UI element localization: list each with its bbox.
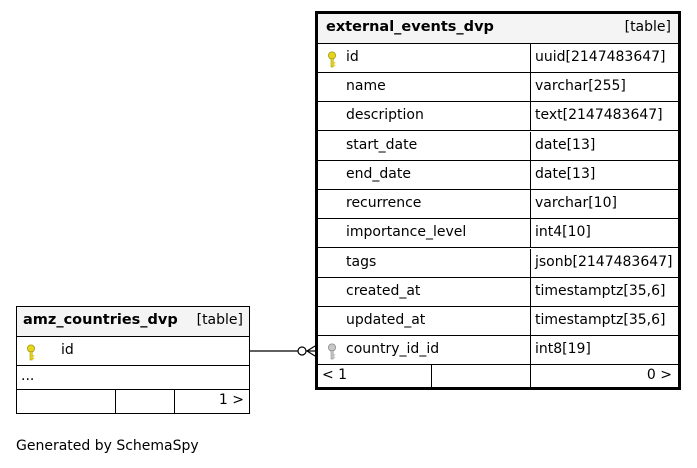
table-footer: 1 > — [17, 390, 249, 413]
table-kind: [table] — [196, 312, 243, 328]
column-type: jsonb[2147483647] — [535, 254, 673, 270]
column-row-id[interactable]: id — [17, 337, 249, 366]
column-name: description — [346, 107, 424, 123]
zero-cardinality-circle — [297, 346, 307, 356]
column-row-id[interactable]: id uuid[2147483647] — [318, 44, 678, 73]
column-row-country-id-id[interactable]: country_id_id int8[19] — [318, 336, 678, 365]
column-row-start-date[interactable]: start_date date[13] — [318, 132, 678, 161]
table-kind: [table] — [624, 19, 671, 35]
primary-key-icon — [27, 344, 35, 361]
column-name: recurrence — [346, 195, 422, 211]
column-row-created-at[interactable]: created_at timestamptz[35,6] — [318, 278, 678, 307]
more-columns-row: ... — [17, 366, 249, 390]
column-type: text[2147483647] — [535, 107, 663, 123]
table-name: amz_countries_dvp — [23, 312, 178, 328]
table-header: external_events_dvp [table] — [318, 14, 678, 44]
column-name: created_at — [346, 283, 421, 299]
column-type: date[13] — [535, 166, 596, 182]
column-type: uuid[2147483647] — [535, 49, 666, 65]
column-type: timestamptz[35,6] — [535, 283, 666, 299]
column-type: varchar[10] — [535, 195, 617, 211]
foreign-key-icon — [328, 343, 336, 360]
children-count-link[interactable]: 0 > — [646, 367, 672, 383]
column-type: date[13] — [535, 137, 596, 153]
crow-foot-lower — [306, 350, 316, 357]
primary-key-icon — [328, 51, 336, 68]
more-columns-ellipsis: ... — [21, 368, 35, 384]
column-name: tags — [346, 254, 377, 270]
column-type: varchar[255] — [535, 78, 626, 94]
table-external-events-dvp[interactable]: external_events_dvp [table] id uuid[2147… — [315, 11, 681, 390]
column-row-importance-level[interactable]: importance_level int4[10] — [318, 219, 678, 248]
column-row-name[interactable]: name varchar[255] — [318, 73, 678, 102]
column-name: country_id_id — [346, 341, 440, 357]
column-name: name — [346, 78, 386, 94]
column-row-tags[interactable]: tags jsonb[2147483647] — [318, 249, 678, 278]
column-name: importance_level — [346, 224, 467, 240]
table-amz-countries-dvp[interactable]: amz_countries_dvp [table] id ... 1 > — [16, 306, 250, 414]
column-name: updated_at — [346, 312, 426, 328]
column-name: start_date — [346, 137, 418, 153]
column-type: int4[10] — [535, 224, 591, 240]
column-name: id — [61, 342, 74, 358]
generator-credit: Generated by SchemaSpy — [16, 438, 199, 454]
column-name: id — [346, 49, 359, 65]
table-name: external_events_dvp — [326, 19, 494, 35]
column-type: timestamptz[35,6] — [535, 312, 666, 328]
column-row-description[interactable]: description text[2147483647] — [318, 102, 678, 131]
column-row-updated-at[interactable]: updated_at timestamptz[35,6] — [318, 307, 678, 336]
column-name: end_date — [346, 166, 411, 182]
crow-foot-upper — [306, 345, 316, 352]
column-type: int8[19] — [535, 341, 591, 357]
column-row-recurrence[interactable]: recurrence varchar[10] — [318, 190, 678, 219]
column-row-end-date[interactable]: end_date date[13] — [318, 161, 678, 190]
children-count-link[interactable]: 1 > — [218, 392, 244, 408]
table-header: amz_countries_dvp [table] — [17, 307, 249, 337]
table-footer: < 1 0 > — [318, 365, 678, 387]
parents-count-link[interactable]: < 1 — [322, 367, 348, 383]
